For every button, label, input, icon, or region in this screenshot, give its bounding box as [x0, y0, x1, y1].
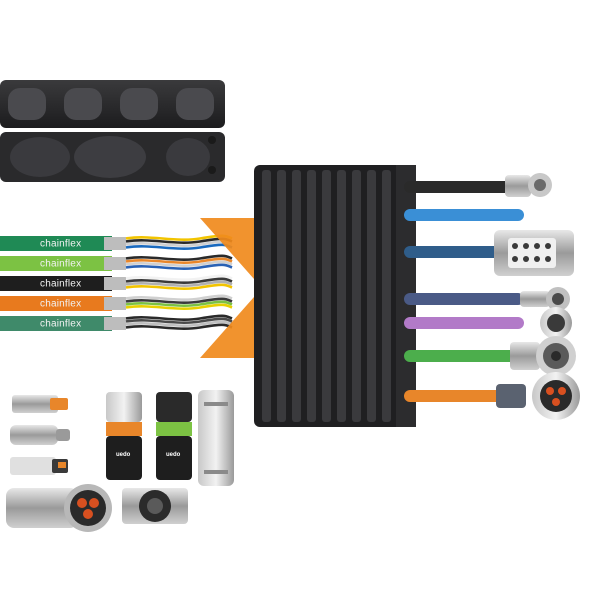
cable-label: chainflex	[40, 259, 81, 270]
cable-label: chainflex	[40, 279, 81, 290]
harnessed-cable	[404, 209, 524, 221]
chain-crossbar	[382, 170, 391, 422]
m8-connector-icon	[10, 425, 70, 445]
chain-crossbar	[352, 170, 361, 422]
chain-crossbar	[322, 170, 331, 422]
flange-connector-icon	[122, 488, 188, 524]
power-plug-icon	[6, 484, 112, 532]
m12-angled-connector-icon	[540, 307, 572, 339]
chain-crossbar	[292, 170, 301, 422]
round-connector-icon	[510, 336, 576, 376]
harnessed-cable	[404, 307, 572, 339]
chainflex-cable: chainflex	[0, 314, 233, 331]
harnessed-cable	[404, 287, 570, 311]
chainflex-cable: chainflex	[0, 234, 233, 251]
energy-chain-top	[0, 80, 225, 182]
connector-brand-label: uedo	[116, 452, 131, 458]
harnessed-cable	[404, 336, 576, 376]
connector-group: uedo uedo	[6, 390, 234, 532]
chainflex-cable: chainflex	[0, 254, 233, 271]
harnessed-cable	[404, 173, 552, 197]
connector-brand-label: uedo	[166, 452, 181, 458]
push-pull-connector-orange-icon: uedo	[106, 392, 142, 480]
chain-crossbar	[337, 170, 346, 422]
energy-chain-harnessed	[254, 165, 580, 427]
push-pull-connector-green-icon: uedo	[156, 392, 192, 480]
cable-label: chainflex	[40, 239, 81, 250]
inline-connector-icon	[198, 390, 234, 486]
cable-label: chainflex	[40, 299, 81, 310]
chain-crossbar	[262, 170, 271, 422]
cable-group: chainflex chainflex chainflex chainflex chai…	[0, 234, 233, 331]
harnessed-cable	[404, 230, 574, 276]
chainflex-cable: chainflex	[0, 294, 233, 311]
chain-crossbar	[307, 170, 316, 422]
chain-crossbar	[367, 170, 376, 422]
cable-label: chainflex	[40, 319, 81, 330]
elbow-connector-icon	[505, 173, 552, 197]
m12-connector-icon	[520, 287, 570, 311]
power-connector-icon	[496, 372, 580, 420]
chain-crossbar	[277, 170, 286, 422]
harnessed-cable	[404, 372, 580, 420]
heavy-duty-connector-icon	[494, 230, 574, 276]
chainflex-cable: chainflex	[0, 274, 233, 291]
rj45-connector-icon	[12, 395, 68, 413]
rj45-plug-icon	[10, 457, 68, 475]
